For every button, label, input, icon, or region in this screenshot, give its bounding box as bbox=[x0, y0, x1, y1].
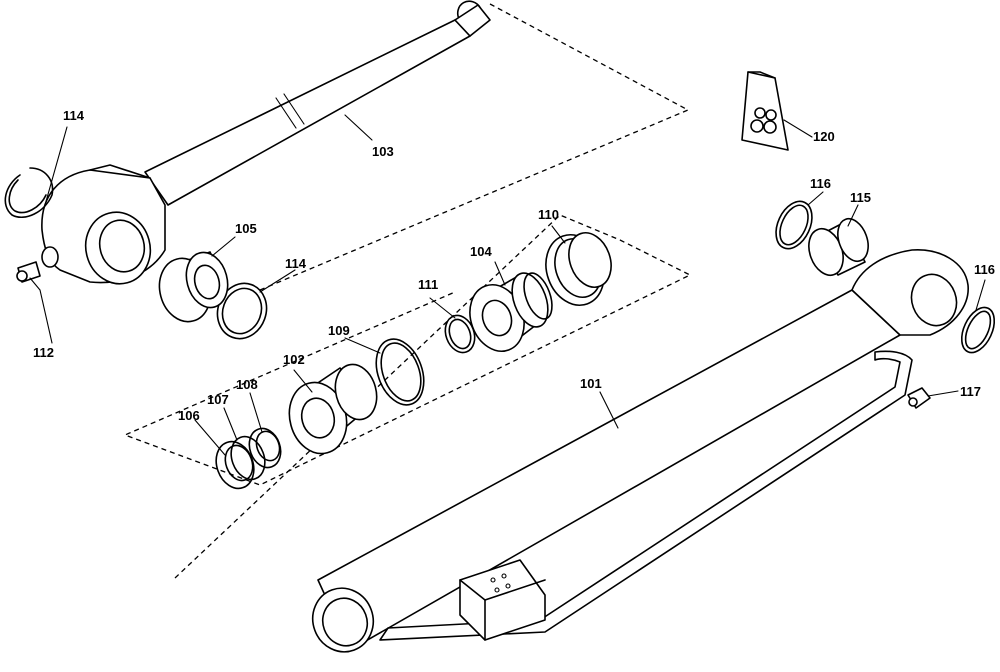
label-105: 105 bbox=[235, 221, 257, 236]
ring-116-upper bbox=[775, 200, 813, 250]
piston-104 bbox=[469, 272, 553, 352]
label-115: 115 bbox=[850, 190, 871, 205]
o-ring-109 bbox=[375, 338, 425, 406]
label-114-right: 114 bbox=[285, 256, 307, 271]
rod-eye bbox=[41, 164, 166, 285]
label-107: 107 bbox=[207, 392, 229, 407]
callout-labels: 101 102 103 104 105 106 107 108 109 110 … bbox=[33, 108, 995, 423]
snap-ring-114-left bbox=[4, 167, 54, 219]
label-106: 106 bbox=[178, 408, 200, 423]
seal-kit-bag-120 bbox=[741, 71, 789, 151]
label-110: 110 bbox=[538, 207, 559, 222]
label-116-upper: 116 bbox=[810, 176, 831, 191]
assembly-outline-rod bbox=[259, 3, 690, 291]
bushing-105 bbox=[158, 251, 229, 323]
ring-116-right bbox=[960, 306, 996, 354]
grease-fitting-112 bbox=[16, 261, 41, 283]
seal-106 bbox=[215, 440, 255, 490]
gland-102 bbox=[288, 363, 378, 455]
piston-rod bbox=[144, 0, 491, 206]
label-103: 103 bbox=[372, 144, 394, 159]
label-120: 120 bbox=[813, 129, 835, 144]
label-108: 108 bbox=[236, 377, 258, 392]
label-109: 109 bbox=[328, 323, 350, 338]
label-112: 112 bbox=[33, 345, 54, 360]
label-116-right: 116 bbox=[974, 262, 995, 277]
cylinder-tube-101 bbox=[311, 249, 969, 653]
leader-lines bbox=[29, 114, 986, 456]
bushing-115 bbox=[808, 217, 869, 277]
label-104: 104 bbox=[470, 244, 492, 259]
seal-108 bbox=[248, 427, 282, 469]
label-101: 101 bbox=[580, 376, 602, 391]
label-117: 117 bbox=[960, 384, 981, 399]
label-111: 111 bbox=[418, 277, 438, 292]
seal-107 bbox=[230, 435, 266, 481]
label-114-left: 114 bbox=[63, 108, 85, 123]
grease-fitting-117 bbox=[907, 387, 931, 409]
label-102: 102 bbox=[283, 352, 305, 367]
wear-band-110 bbox=[545, 232, 612, 306]
